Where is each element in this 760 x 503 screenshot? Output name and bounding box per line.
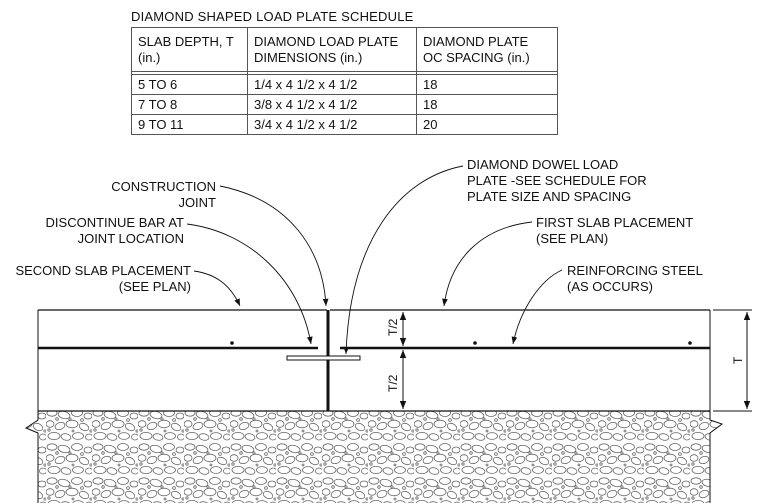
- header-slab-depth: SLAB DEPTH, T(in.): [131, 27, 248, 72]
- bar-dot: [230, 341, 234, 345]
- cell-plate-dimensions: 3/4 x 4 1/2 x 4 1/2: [247, 114, 417, 135]
- total-depth-dimension: [713, 309, 752, 412]
- schedule-title: DIAMOND SHAPED LOAD PLATE SCHEDULE: [131, 9, 414, 24]
- diamond-dowel-plate: [286, 355, 361, 361]
- second-slab-placement-label: SECOND SLAB PLACEMENT(SEE PLAN): [15, 263, 191, 294]
- dim-half-bottom: T/2: [386, 374, 400, 392]
- reinforcing-steel-label: REINFORCING STEEL(AS OCCURS): [567, 263, 703, 294]
- table-row: 7 TO 8 3/8 x 4 1/2 x 4 1/2 18: [131, 94, 558, 115]
- second-slab: [37, 309, 327, 411]
- leader-lines: [186, 165, 563, 355]
- leader-construction-joint: [219, 185, 329, 307]
- leader-dowel-plate: [343, 165, 464, 355]
- leader-reinforcing: [511, 269, 563, 345]
- cell-plate-dimensions: 1/4 x 4 1/2 x 4 1/2: [247, 74, 417, 95]
- leader-first-slab: [442, 221, 533, 307]
- leader-second-slab: [193, 270, 241, 307]
- leader-discontinue-bar: [186, 223, 313, 345]
- dim-half-top: T/2: [386, 318, 400, 336]
- first-slab-placement-label: FIRST SLAB PLACEMENT(SEE PLAN): [536, 215, 694, 246]
- table-row: 9 TO 11 3/4 x 4 1/2 x 4 1/2 20: [131, 114, 558, 135]
- dim-total: T: [731, 356, 745, 364]
- cell-slab-depth: 9 TO 11: [131, 114, 248, 135]
- cell-oc-spacing: 20: [416, 114, 558, 135]
- bar-dot: [473, 341, 477, 345]
- bar-dot: [688, 341, 692, 345]
- first-slab: [330, 309, 711, 411]
- gravel-subbase: [24, 410, 724, 503]
